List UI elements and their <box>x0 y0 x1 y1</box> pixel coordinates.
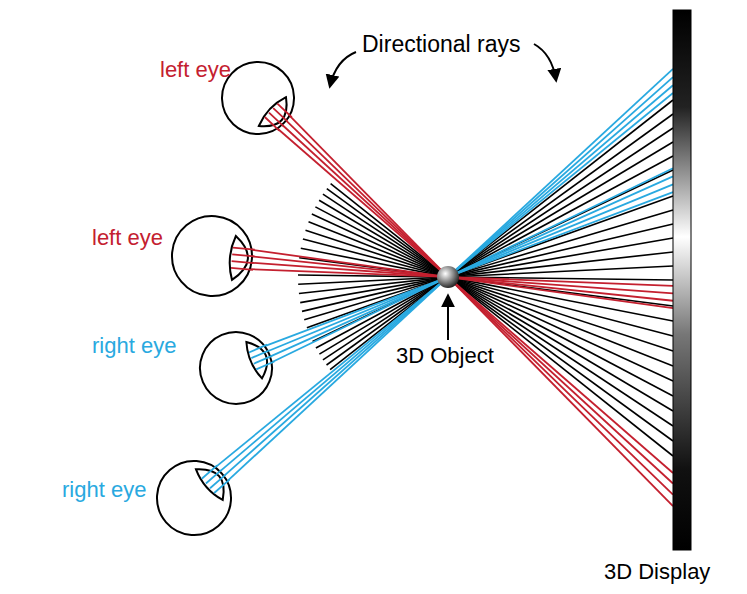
ray <box>271 122 673 473</box>
ray <box>256 362 274 370</box>
display-panel <box>673 10 691 550</box>
ray <box>220 69 673 488</box>
cornea <box>256 95 295 135</box>
display-label: 3D Display <box>604 560 710 584</box>
ray <box>214 480 229 493</box>
eyeball <box>169 213 256 300</box>
ray <box>327 189 673 441</box>
ray <box>232 261 254 263</box>
eyes <box>142 47 309 550</box>
ray <box>240 262 673 293</box>
ray <box>208 93 673 473</box>
ray <box>265 117 279 131</box>
cornea <box>193 461 232 503</box>
ray <box>279 114 673 495</box>
ray <box>231 268 253 270</box>
ray <box>263 168 673 366</box>
ray <box>331 184 673 456</box>
object-label: 3D Object <box>396 344 494 368</box>
ray <box>216 77 673 483</box>
ray <box>232 254 254 256</box>
cornea <box>243 337 274 380</box>
eye <box>189 321 284 416</box>
eye-label: left eye <box>92 226 163 250</box>
object-sphere <box>437 266 459 288</box>
eyeball <box>142 446 246 550</box>
ray <box>241 255 673 301</box>
eyeball <box>189 321 284 416</box>
ray <box>303 239 673 336</box>
ray <box>249 345 267 353</box>
cornea <box>228 236 250 281</box>
eye-label: left eye <box>160 58 231 82</box>
ray <box>306 230 673 351</box>
ray <box>251 350 269 358</box>
eye-label: right eye <box>92 334 176 358</box>
leader-arrow <box>534 44 556 80</box>
rays-label: Directional rays <box>362 32 521 57</box>
ray <box>283 109 673 506</box>
ray <box>233 248 255 250</box>
leader-arrow <box>447 296 449 340</box>
directional-rays <box>208 69 673 506</box>
ray <box>242 248 673 308</box>
leader-arrow <box>330 52 356 86</box>
eye <box>169 213 256 300</box>
eye <box>142 446 246 550</box>
ray <box>212 85 673 478</box>
eye-label: right eye <box>62 478 146 502</box>
ray <box>254 356 272 364</box>
